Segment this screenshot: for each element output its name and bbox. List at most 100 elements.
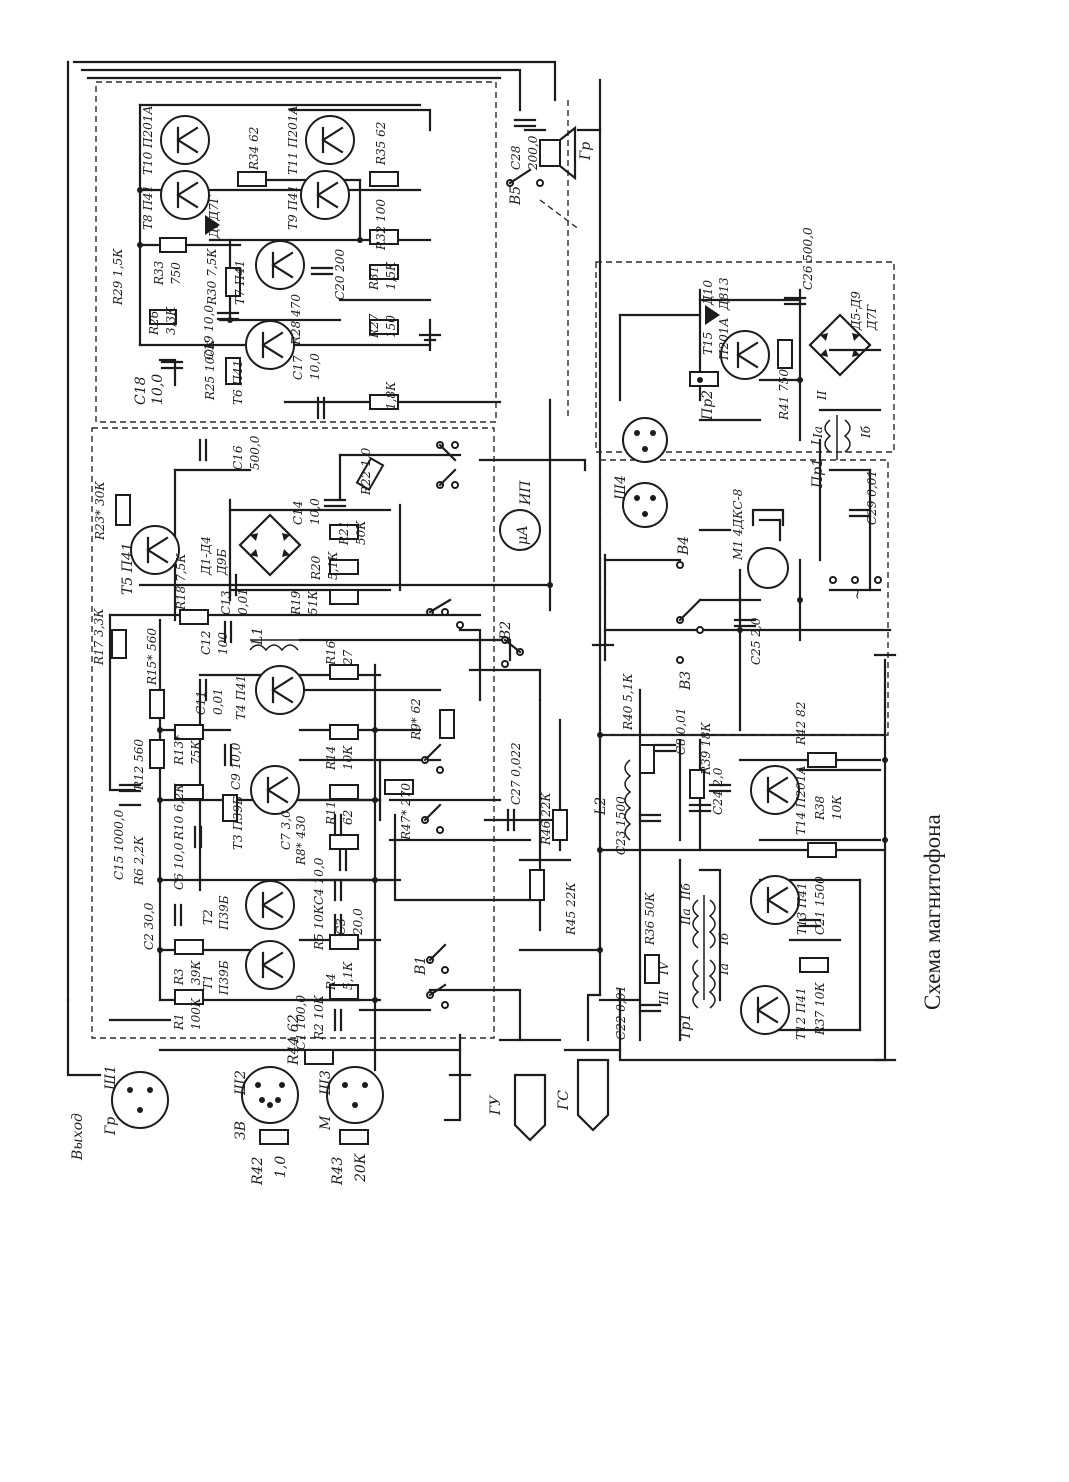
label-r40: R40 5,1К (621, 673, 635, 731)
label-pr1: Пр1 (810, 458, 826, 489)
label-c12: C12 (199, 631, 213, 655)
caption: Схема магнитофона (920, 814, 945, 1010)
transistor-t1 (245, 940, 295, 990)
transistor-t14 (750, 765, 800, 815)
label-c18: C18 (133, 376, 149, 405)
label-c13v: 0,01 (236, 588, 250, 615)
label-d7g: Д7Г (865, 304, 879, 331)
label-c25: C25 2,0 (749, 617, 763, 665)
label-c6: C6 10,0 (172, 842, 186, 890)
label-w-ia: Iа (717, 963, 731, 976)
label-r19v: 51К (306, 590, 320, 615)
label-t9: Т9 П41 (286, 185, 300, 230)
label-t12: Т12 П41 (794, 987, 808, 1040)
label-sh4: Ш4 (613, 475, 629, 501)
label-w-iib: IIб (679, 883, 693, 901)
label-tilde: ~ (850, 588, 866, 600)
ground-symbols (118, 333, 897, 1077)
transistor-t8 (160, 170, 210, 220)
label-w-iv: IV (657, 960, 671, 976)
label-r46: R46 22К (539, 792, 553, 846)
label-c1: C1 100,0 (294, 995, 308, 1050)
inductors (249, 415, 851, 1009)
label-c23: C23 1500 (614, 796, 628, 855)
label-d9: Д9Б (215, 549, 229, 576)
label-r44: R44 62 (286, 1014, 302, 1066)
label-w-ii: II (815, 390, 829, 401)
label-r21: R21 (337, 521, 351, 546)
label-r25: R25 100К (203, 339, 217, 401)
transistor-t3 (250, 765, 300, 815)
label-r15: R15* 560 (145, 628, 159, 686)
label-l2: L2 (593, 797, 609, 816)
label-t14: Т14 П201А (794, 765, 808, 835)
bias-generator (598, 688, 882, 1042)
label-r38: R38 (813, 795, 827, 821)
label-r4: R4 (324, 973, 338, 991)
label-c24: C24 2,0 (711, 767, 725, 815)
transistor-t2 (245, 880, 295, 930)
label-r36: R36 50К (643, 892, 657, 946)
label-gu: ГУ (488, 1095, 504, 1116)
label-t1: Т1 (201, 974, 215, 990)
label-c20: C20 200 (333, 248, 347, 300)
transistor-t4 (255, 665, 305, 715)
label-r20v: 5,1К (326, 551, 340, 580)
label-r29: R29 1,5К (111, 248, 125, 306)
label-w-iii: III (657, 991, 671, 1006)
label-r42v: 1,0 (273, 1156, 289, 1178)
label-r3: R3 (172, 968, 186, 986)
transistor-t9 (300, 170, 350, 220)
transistor-t11 (305, 115, 355, 165)
label-v5: В5 (508, 186, 524, 206)
label-w-ia2: Iа (811, 426, 825, 439)
label-c7: C7 3,0 (279, 810, 293, 850)
label-r18k: 1,8К (384, 381, 398, 410)
transistor-symbols (146, 126, 789, 1024)
label-m: М (318, 1115, 334, 1131)
capacitors (118, 118, 872, 1032)
label-r13: R13* (172, 735, 186, 766)
label-r4v: 5,1К (341, 961, 355, 990)
label-r37: R37 10К (813, 982, 827, 1036)
label-sh1: Ш1 (103, 1065, 119, 1091)
label-c22: C22 0,01 (614, 985, 628, 1040)
label-gr2: Гр (578, 142, 594, 161)
label-r31v: 1,5К (384, 261, 398, 290)
label-c4: C4 10,0 (312, 857, 326, 905)
label-c28v: 200,0 (526, 135, 540, 171)
label-sh2: Ш2 (233, 1070, 249, 1096)
label-c15: C15 1000,0 (112, 809, 126, 880)
transistors (130, 115, 800, 1035)
label-c28: C28 (509, 145, 523, 170)
label-r32: R32 100 (374, 199, 388, 251)
label-ua: μА (515, 525, 531, 545)
label-c26: C26 500,0 (801, 227, 815, 290)
microammeter (499, 509, 541, 551)
label-t4: Т4 П41 (234, 675, 248, 720)
label-c8: C8 0,01 (674, 708, 688, 755)
label-r13v: 75К (189, 740, 203, 765)
label-c17: C17 (291, 355, 305, 380)
label-c12v: 100 (216, 632, 230, 655)
label-r17: R17 3,3К (92, 608, 106, 666)
label-r31: R31 (367, 266, 381, 291)
label-v2: В2 (498, 621, 514, 641)
label-r26v: 3,3К (164, 306, 178, 335)
label-r27v: 150 (384, 315, 398, 338)
label-v4: В4 (676, 536, 692, 556)
transistor-t6 (245, 320, 295, 370)
label-l1: L1 (250, 627, 266, 646)
switch-contacts (421, 168, 882, 1009)
label-r14: R14 (324, 746, 338, 771)
label-c14v: 10,0 (308, 498, 322, 525)
label-r11: R11 (324, 801, 338, 826)
label-r35: R35 62 (374, 122, 388, 166)
label-c17v: 10,0 (308, 353, 322, 380)
label-r42b: R42 82 (794, 702, 808, 746)
label-c11: C11 (194, 691, 208, 715)
label-d10: Д10 (701, 280, 715, 306)
label-d10v: Д813 (717, 277, 731, 311)
speaker (539, 139, 561, 167)
